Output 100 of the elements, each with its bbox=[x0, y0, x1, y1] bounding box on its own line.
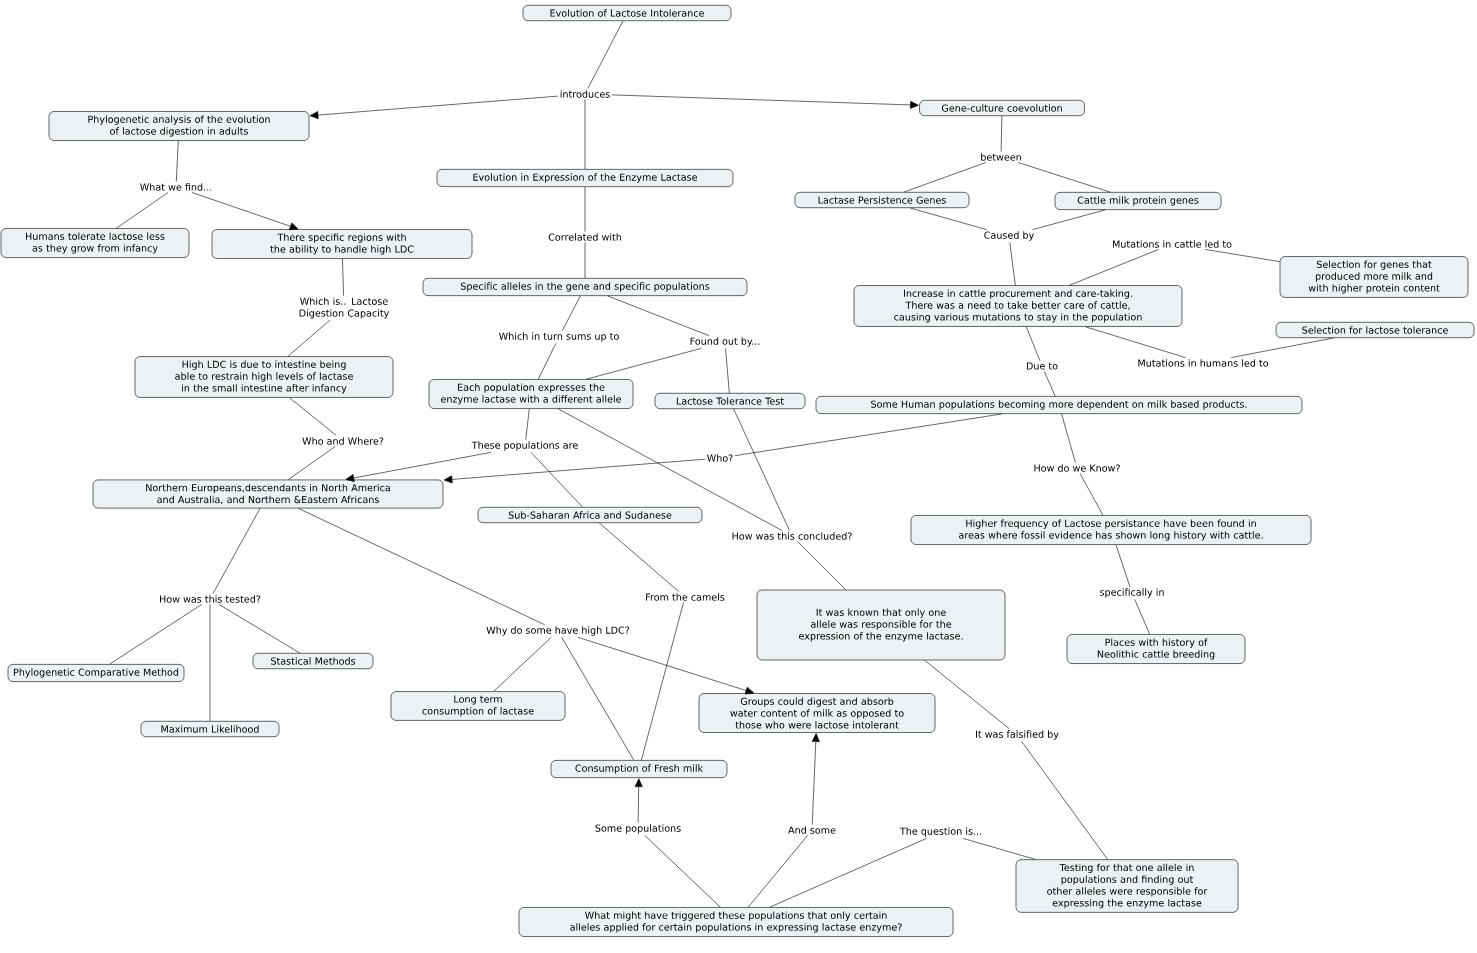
link-phrase: Which in turn sums up to bbox=[499, 332, 619, 342]
connector-line bbox=[1134, 599, 1150, 635]
concept-box: Selection for lactose tolerance bbox=[1275, 322, 1475, 339]
connector-line bbox=[1079, 473, 1104, 516]
concept-box: Evolution in Expression of the Enzyme Lactase bbox=[436, 169, 734, 187]
connector-line bbox=[747, 835, 808, 908]
concept-box: Lactase Persistence Genes bbox=[794, 192, 970, 208]
connector-line bbox=[1085, 326, 1186, 358]
connector-line bbox=[525, 408, 530, 440]
concept-box: Increase in cattle procurement and care-taking. There was a need to take better care of cattle, causing various mutations to stay in the population bbox=[853, 285, 1183, 327]
link-phrase: Mutations in humans led to bbox=[1138, 359, 1269, 367]
connector-line bbox=[641, 602, 684, 761]
concept-box: Phylogenetic analysis of the evolution of lactose digestion in adults bbox=[48, 111, 310, 141]
connector-line bbox=[1017, 162, 1111, 193]
concept-box: Humans tolerate lactose less as they grow from infancy bbox=[0, 228, 190, 258]
connector-line bbox=[1044, 370, 1056, 397]
link-phrase: Caused by bbox=[984, 231, 1034, 241]
concept-box: Places with history of Neolithic cattle breeding bbox=[1066, 634, 1246, 664]
link-phrase: Due to bbox=[1026, 362, 1058, 370]
link-phrase: The question is... bbox=[899, 827, 982, 837]
concept-box: Evolution of Lactose Intolerance bbox=[522, 5, 732, 21]
connector-line bbox=[1230, 337, 1334, 358]
link-phrase: It was falsified by bbox=[976, 730, 1059, 740]
connector-line bbox=[1021, 741, 1108, 860]
connector-line bbox=[910, 207, 987, 230]
arrow bbox=[191, 192, 299, 231]
connector-line bbox=[962, 838, 1036, 860]
connector-line bbox=[561, 637, 635, 761]
connector-line bbox=[584, 186, 586, 232]
arrow bbox=[811, 733, 820, 825]
connector-line bbox=[586, 348, 702, 380]
connector-line bbox=[734, 413, 1003, 456]
concept-box: Sub-Saharan Africa and Sudanese bbox=[477, 507, 703, 523]
concept-box: Selection for genes that produced more milk and with higher protein content bbox=[1279, 256, 1469, 298]
connector-line bbox=[218, 604, 300, 654]
arrow bbox=[309, 95, 559, 119]
connector-line bbox=[644, 835, 721, 908]
link-phrase: How was this concluded? bbox=[732, 532, 852, 540]
arrow bbox=[611, 94, 919, 109]
connector-line bbox=[287, 319, 331, 357]
link-phrase: Found out by... bbox=[690, 337, 760, 347]
link-phrase: Who? bbox=[707, 454, 733, 462]
connector-line bbox=[1009, 242, 1016, 286]
arrow bbox=[345, 452, 492, 482]
concept-box: Consumption of Fresh milk bbox=[550, 760, 728, 778]
connector-line bbox=[1069, 249, 1159, 286]
connector-line bbox=[1026, 326, 1041, 362]
connector-line bbox=[1061, 413, 1076, 463]
concept-box: Long term consumption of lactase bbox=[390, 691, 566, 721]
link-phrase: These populations are bbox=[471, 441, 578, 451]
connector-line bbox=[209, 604, 211, 722]
concept-box: Northern Europeans,descendants in North America and Australia, and Northern &Eastern Africans bbox=[92, 479, 444, 509]
connector-line bbox=[116, 192, 169, 229]
concept-box: Phylogenetic Comparative Method bbox=[7, 664, 185, 682]
connector-line bbox=[1000, 115, 1003, 152]
link-phrase: Which is.. Lactose Digestion Capacity bbox=[299, 297, 390, 319]
concept-box: Maximum Likelihood bbox=[140, 721, 280, 737]
concept-box: Stastical Methods bbox=[252, 653, 374, 669]
link-phrase: Why do some have high LDC? bbox=[486, 626, 630, 636]
concept-box: What might have triggered these populations that only certain alleles applied for certain populations in expressing lactase enzyme? bbox=[518, 907, 954, 937]
concept-box: Lactose Tolerance Test bbox=[654, 393, 806, 410]
concept-box: Cattle milk protein genes bbox=[1054, 192, 1222, 210]
connector-line bbox=[599, 522, 680, 592]
connector-line bbox=[1204, 249, 1280, 262]
connector-line bbox=[530, 452, 583, 508]
concept-box: Higher frequency of Lactose persistance have been found in areas where fossil evidence has shown long history with cattle. bbox=[910, 515, 1312, 545]
link-phrase: From the camels bbox=[646, 593, 725, 601]
connector-line bbox=[109, 604, 202, 665]
link-phrase: introduces bbox=[560, 90, 610, 98]
connector-line bbox=[733, 408, 790, 531]
concept-box: There specific regions with the ability to handle high LDC bbox=[211, 229, 473, 259]
link-phrase: Some populations bbox=[595, 824, 681, 834]
link-phrase: Correlated with bbox=[548, 233, 622, 241]
arrow bbox=[577, 637, 755, 695]
concept-box: Some Human populations becoming more dependent on milk based products. bbox=[815, 396, 1303, 414]
arrow bbox=[634, 778, 643, 823]
link-phrase: What we find... bbox=[140, 183, 212, 191]
link-phrase: How do we Know? bbox=[1034, 464, 1120, 472]
connector-line bbox=[607, 295, 710, 336]
link-phrase: Mutations in cattle led to bbox=[1113, 240, 1232, 248]
link-phrase: Who and Where? bbox=[302, 437, 384, 445]
concept-box: Testing for that one allele in populations and finding out other alleles were responsible for expressing the enzyme lactase bbox=[1015, 859, 1239, 913]
connector-line bbox=[562, 295, 581, 331]
arrow bbox=[443, 458, 706, 484]
link-phrase: between bbox=[981, 153, 1021, 161]
connector-line bbox=[584, 242, 586, 279]
connector-line bbox=[1032, 209, 1106, 230]
link-phrase: specifically in bbox=[1100, 588, 1164, 598]
connector-line bbox=[175, 140, 179, 182]
link-phrase: How was this tested? bbox=[160, 595, 261, 603]
connector-line bbox=[288, 446, 336, 480]
connector-line bbox=[587, 20, 624, 89]
connector-line bbox=[342, 258, 344, 297]
concept-box: High LDC is due to intestine being able to restrain high levels of lactase in the small intestine after infancy bbox=[134, 356, 394, 398]
connector-line bbox=[538, 343, 557, 380]
connector-line bbox=[212, 508, 261, 594]
connector-line bbox=[557, 408, 783, 531]
connector-line bbox=[769, 838, 927, 908]
concept-box: It was known that only one allele was responsible for the expression of the enzyme lactase. bbox=[756, 589, 1006, 661]
concept-box: Each population expresses the enzyme lactase with a different allele bbox=[428, 379, 634, 409]
